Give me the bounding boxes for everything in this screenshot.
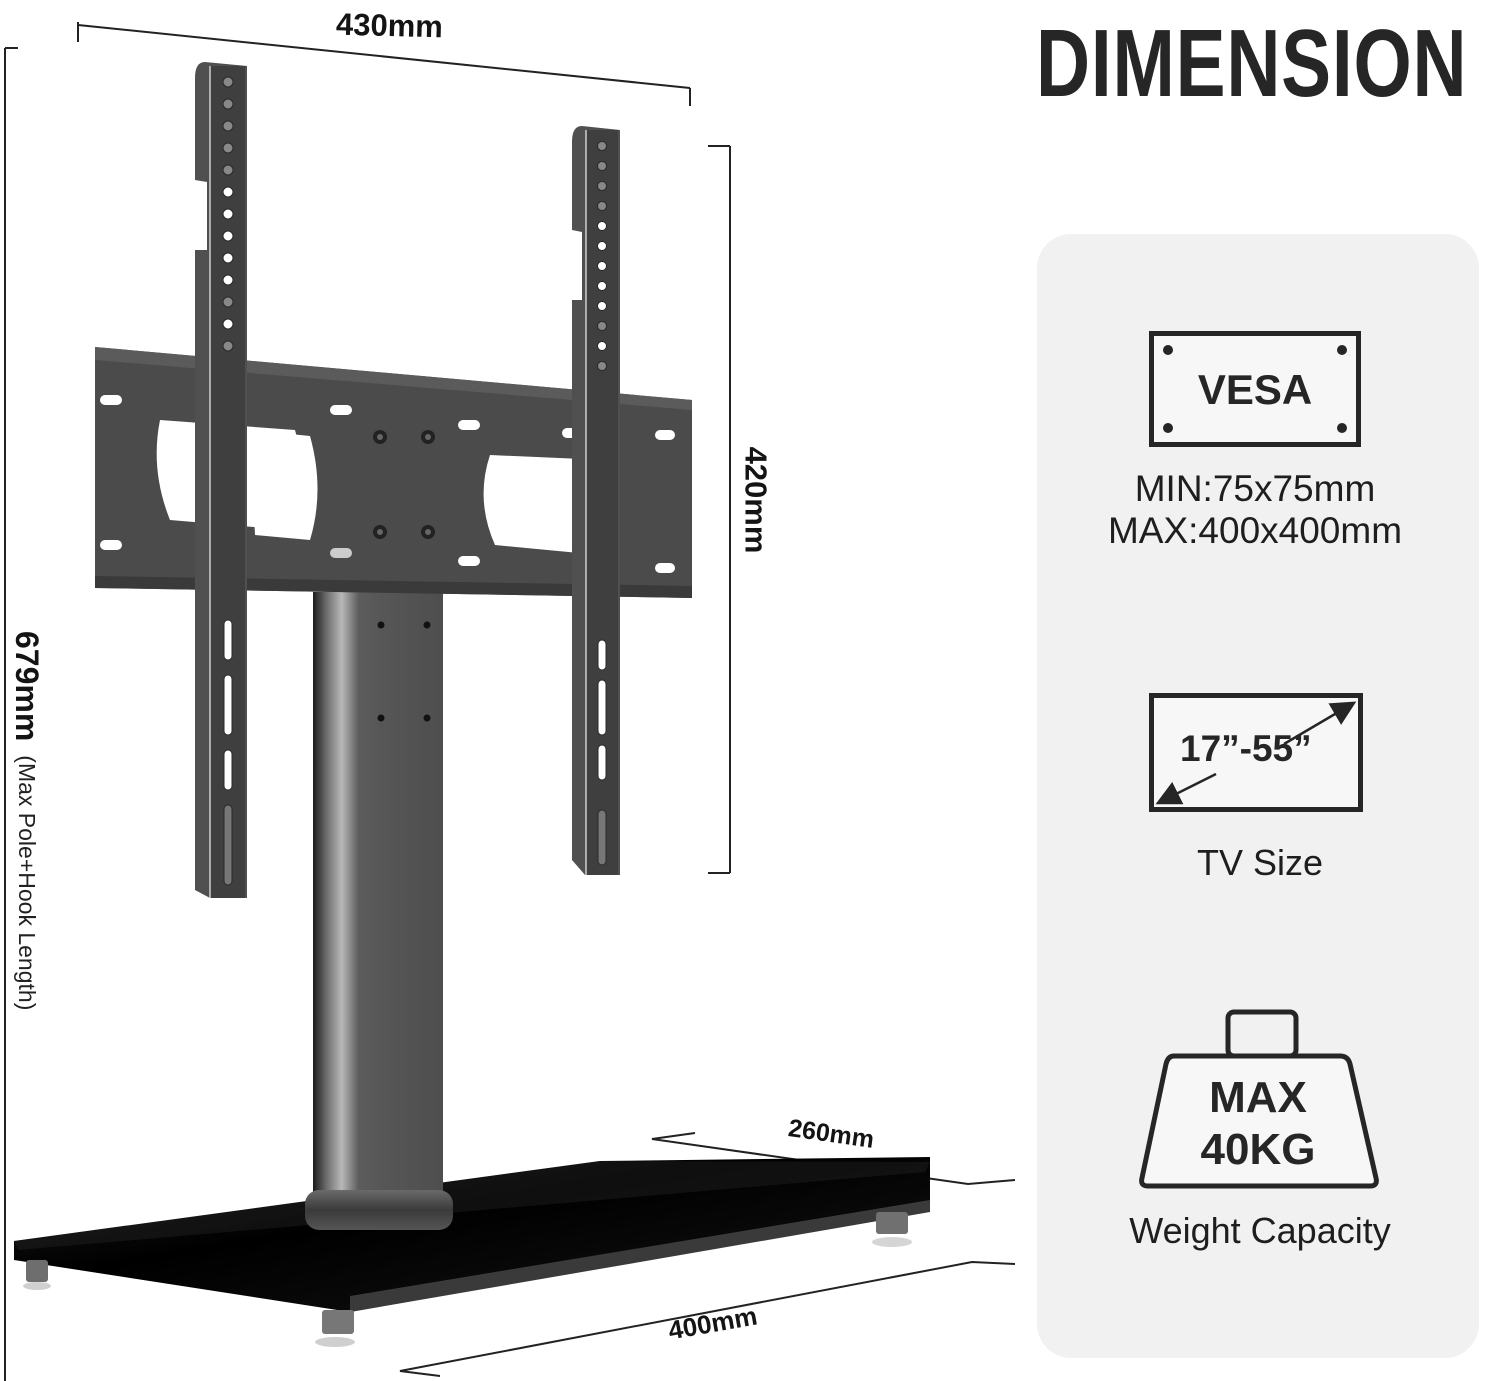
- screw-dot: [1163, 345, 1173, 355]
- weight-icon-line1: MAX: [1209, 1073, 1307, 1122]
- screw-dot: [1337, 423, 1347, 433]
- screw-dot: [1337, 345, 1347, 355]
- tv-size-range: 17”-55”: [1180, 728, 1312, 769]
- dimension-line-430: [77, 22, 691, 106]
- weight-caption: Weight Capacity: [1129, 1210, 1391, 1251]
- dimension-line-679: [4, 47, 18, 1381]
- total-height-value: 679mm: [9, 631, 46, 742]
- dimension-label-width: 430mm: [335, 6, 444, 45]
- dimension-label-mount-height: 420mm: [738, 446, 774, 554]
- diagonal-arrow-icon: [1155, 701, 1357, 805]
- dimension-line-400: [399, 1260, 1016, 1377]
- vesa-icon: VESA: [1149, 331, 1361, 447]
- tv-size-caption: TV Size: [1196, 842, 1324, 883]
- weight-icon-line2: 40KG: [1200, 1125, 1316, 1174]
- dimension-line-420: [708, 145, 731, 874]
- page-title: DIMENSION: [1036, 10, 1468, 117]
- dimension-label-total-height: 679mm (Max Pole+Hook Length): [7, 631, 47, 1221]
- vesa-max: MAX:400x400mm: [1107, 510, 1403, 551]
- weight-icon: [1139, 1009, 1379, 1189]
- right-bracket: [572, 126, 620, 875]
- base-plate: [14, 1157, 930, 1347]
- total-height-note: (Max Pole+Hook Length): [14, 755, 41, 1011]
- pole: [305, 592, 453, 1230]
- screw-dot: [1163, 423, 1173, 433]
- left-bracket: [195, 62, 247, 898]
- vesa-icon-label: VESA: [1197, 366, 1313, 413]
- tv-size-icon: 17”-55”: [1149, 693, 1363, 812]
- vesa-min: MIN:75x75mm: [1134, 468, 1376, 509]
